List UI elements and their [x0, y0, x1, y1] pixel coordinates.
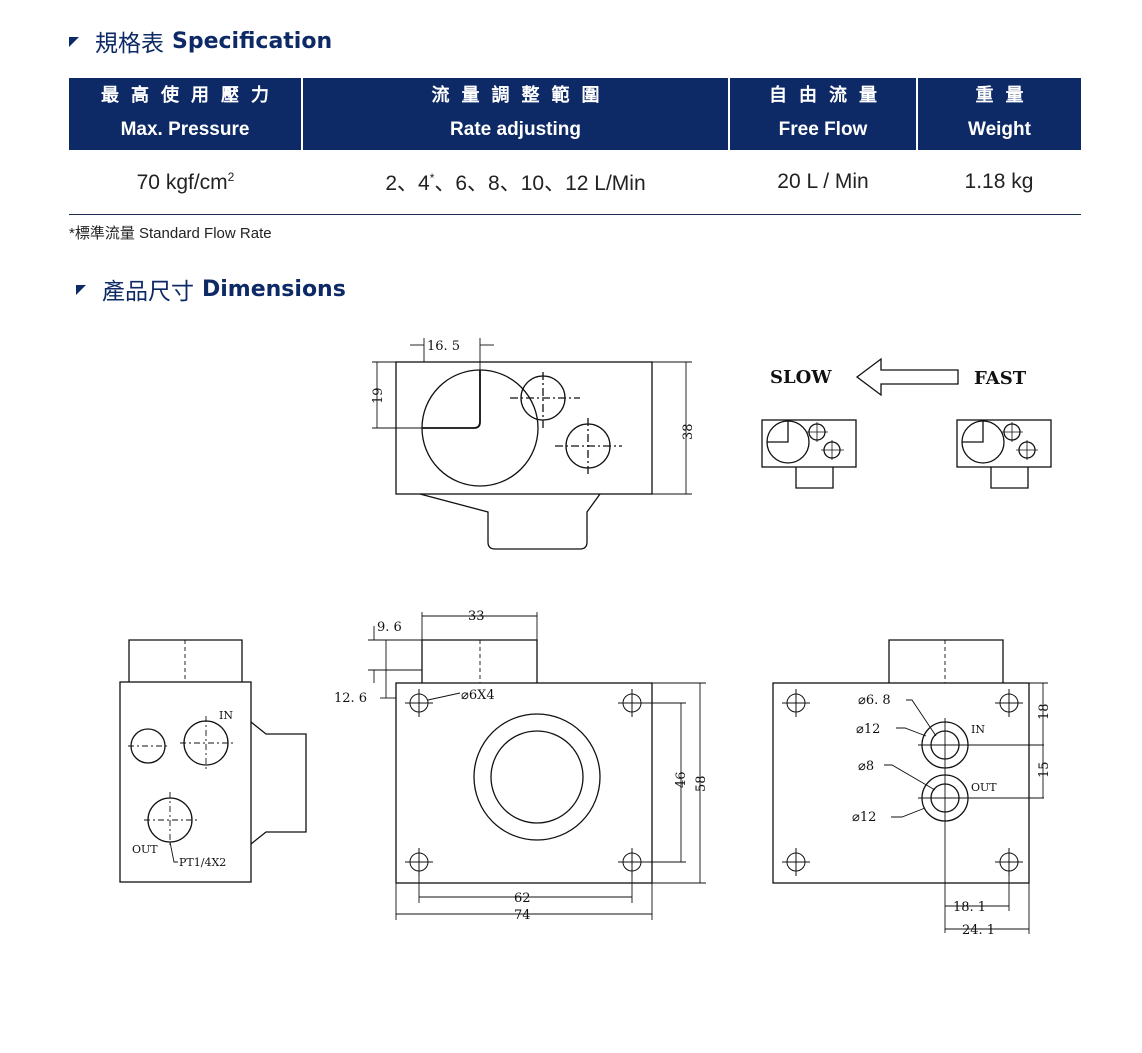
- header-rate-adjusting: 流量調整範圍 Rate adjusting: [302, 78, 730, 150]
- header-en: Max. Pressure: [120, 119, 250, 140]
- spec-title-en: Specification: [172, 28, 333, 54]
- dim-12b: ⌀12: [852, 810, 876, 825]
- fast-label: FAST: [974, 368, 1027, 389]
- dim-38: 38: [681, 423, 696, 440]
- cell-pressure: 70 kgf/cm2: [69, 150, 302, 215]
- dim-58: 58: [694, 775, 709, 792]
- dim-title-en: Dimensions: [202, 276, 346, 302]
- header-zh: 自由流量: [769, 85, 889, 106]
- slow-label: SLOW: [770, 367, 832, 388]
- spec-table: 最高使用壓力 Max. Pressure 流量調整範圍 Rate adjusti…: [69, 78, 1081, 215]
- dim-18-1: 18. 1: [953, 900, 986, 915]
- header-free-flow: 自由流量 Free Flow: [729, 78, 918, 150]
- side-out-label: OUT: [132, 843, 158, 856]
- header-max-pressure: 最高使用壓力 Max. Pressure: [69, 78, 303, 150]
- dim-24-1: 24. 1: [962, 923, 995, 938]
- triangle-bullet-icon: [69, 37, 79, 47]
- header-en: Weight: [968, 119, 1031, 140]
- cell-free-flow: 20 L / Min: [729, 150, 917, 215]
- front-view: ⌀6X4 33 9. 6 12. 6 46 58 62 74: [334, 609, 709, 923]
- dim-15: 15: [1037, 761, 1052, 778]
- table-row: 70 kgf/cm2 2、4*、6、8、10、12 L/Min 20 L / M…: [69, 150, 1081, 215]
- dim-8: ⌀8: [858, 759, 874, 774]
- triangle-bullet-icon: [76, 285, 86, 295]
- dim-12-6: 12. 6: [334, 691, 367, 706]
- dim-16-5: 16. 5: [427, 339, 460, 354]
- pt-label: PT1/4X2: [179, 856, 226, 869]
- dim-9-6: 9. 6: [377, 620, 402, 635]
- flow-direction-diagram: SLOW FAST: [761, 357, 1052, 489]
- dim-6x4: ⌀6X4: [461, 688, 495, 703]
- cell-weight: 1.18 kg: [917, 150, 1081, 215]
- dim-33: 33: [468, 609, 485, 624]
- dim-section-title: 產品尺寸 Dimensions: [76, 272, 346, 306]
- dim-46: 46: [674, 771, 689, 788]
- rear-in-label: IN: [971, 723, 985, 736]
- rear-out-label: OUT: [971, 781, 997, 794]
- dim-19: 19: [371, 387, 386, 404]
- header-en: Rate adjusting: [450, 119, 581, 140]
- cell-rate: 2、4*、6、8、10、12 L/Min: [302, 150, 729, 215]
- dim-6-8: ⌀6. 8: [858, 693, 891, 708]
- arrow-left-icon: [855, 357, 959, 397]
- side-view: IN OUT PT1/4X2: [119, 639, 307, 883]
- side-in-label: IN: [219, 709, 233, 722]
- spec-section-title: 規格表 Specification: [69, 24, 332, 58]
- dim-74: 74: [514, 908, 531, 923]
- dim-title-zh: 產品尺寸: [102, 279, 194, 305]
- footnote: *標準流量 Standard Flow Rate: [69, 225, 272, 242]
- header-en: Free Flow: [778, 119, 868, 140]
- dim-62: 62: [514, 891, 531, 906]
- header-weight: 重量 Weight: [917, 78, 1081, 150]
- dim-18: 18: [1037, 703, 1052, 720]
- spec-title-zh: 規格表: [95, 31, 164, 57]
- top-view: 16. 5 19 38: [371, 338, 696, 550]
- dim-12a: ⌀12: [856, 722, 880, 737]
- header-zh: 重量: [975, 85, 1036, 106]
- header-zh: 流量調整範圍: [431, 85, 612, 106]
- header-zh: 最高使用壓力: [101, 85, 281, 106]
- rear-view: IN OUT ⌀6. 8 ⌀12 ⌀8 ⌀12 18 15 18. 1 24. …: [772, 639, 1052, 938]
